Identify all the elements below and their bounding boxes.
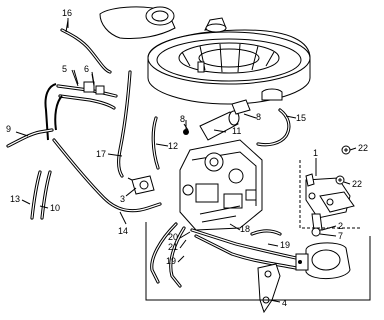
carburetor-body [179, 139, 263, 231]
callout-19b: 19 [280, 240, 290, 250]
callout-14: 14 [118, 226, 128, 236]
hose-15 [256, 108, 291, 147]
callout-9: 9 [6, 124, 11, 134]
callout-6: 6 [84, 64, 89, 74]
bracket-assembly-1 [305, 145, 355, 237]
callout-16: 16 [62, 8, 72, 18]
callout-5: 5 [62, 64, 67, 74]
callout-21: 21 [168, 242, 178, 252]
callout-2: 2 [338, 221, 343, 231]
callout-7: 7 [338, 231, 343, 241]
callout-13: 13 [10, 194, 20, 204]
callout-19a: 19 [166, 256, 176, 266]
callout-18: 18 [240, 224, 250, 234]
callout-22a: 22 [358, 143, 368, 153]
callout-8a: 8 [180, 114, 185, 124]
callout-8b: 8 [256, 112, 261, 122]
air-cleaner-assembly [99, 6, 311, 105]
pipe-bundle-5-6 [44, 69, 118, 141]
vacuum-actuator [295, 242, 351, 279]
callout-labels: 16 5 6 9 13 10 17 12 8 11 8 15 3 14 1 22… [6, 8, 368, 308]
callout-12: 12 [168, 141, 178, 151]
hose-14 [52, 138, 162, 213]
callout-22b: 22 [352, 179, 362, 189]
hose-17 [117, 70, 132, 178]
callout-4: 4 [282, 298, 287, 308]
callout-20: 20 [168, 232, 178, 242]
callout-11: 11 [232, 126, 241, 136]
hoses-13-10 [30, 170, 52, 220]
lower-hose-bundle [150, 222, 298, 288]
callout-10: 10 [50, 203, 60, 213]
callout-15: 15 [296, 113, 306, 123]
callout-1: 1 [313, 148, 318, 158]
bracket-4 [257, 263, 281, 314]
callout-17: 17 [96, 149, 106, 159]
callout-3: 3 [120, 194, 125, 204]
hose-9 [6, 128, 54, 148]
filter-11-8 [183, 99, 251, 141]
leader-lines [15, 18, 371, 303]
hose-12 [151, 116, 160, 170]
